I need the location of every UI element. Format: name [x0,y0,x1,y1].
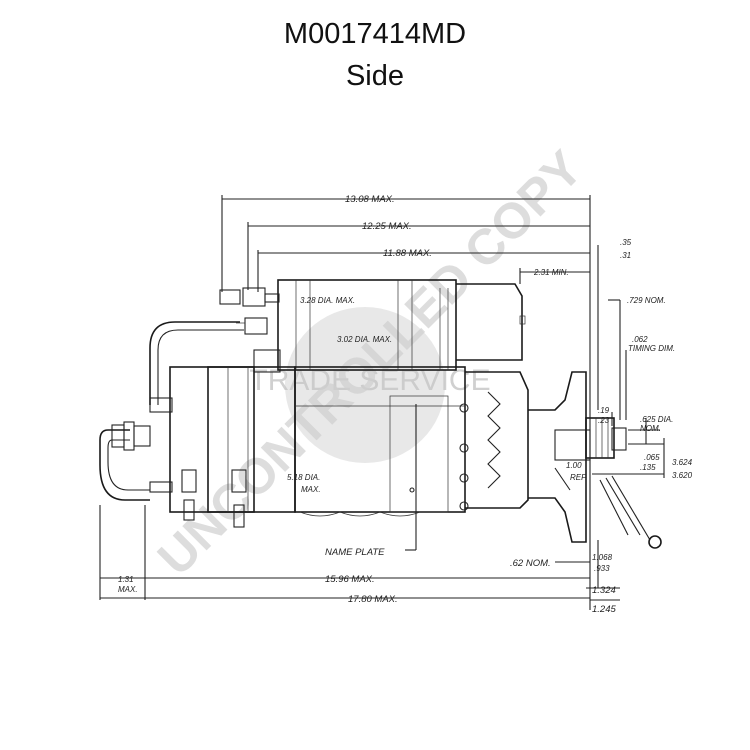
dim-5-18-max: MAX. [301,485,321,494]
dim-3-624: 3.624 [672,458,693,467]
dim-1-245: 1.245 [592,604,616,615]
dim-12-25: 12.25 MAX. [362,221,412,232]
brush-end [149,397,247,528]
dim-19: .19 [598,406,610,415]
field-cable [149,321,240,405]
watermark-logo [285,307,445,463]
watermark-text: UNCONTROLLED COPY [147,140,593,586]
solenoid [277,279,526,371]
dimension-lines [99,195,665,610]
terminal-nuts-left [111,421,151,451]
page-title: M0017414MD [283,18,467,50]
dim-62: .62 NOM. [510,558,551,569]
dim-3-28: 3.28 DIA. MAX. [300,296,355,305]
dim-3-620: 3.620 [672,471,693,480]
dim-065: .065 [644,453,660,462]
name-plate-label: NAME PLATE [325,547,385,558]
page-subtitle: Side [345,60,405,92]
dimension-labels: 13.08 MAX. 12.25 MAX. 11.88 MAX. 2.31 MI… [118,194,693,615]
dim-1-00: 1.00 [566,461,582,470]
terminal-studs [219,287,281,373]
dim-timing: TIMING DIM. [628,344,675,353]
dim-933: .933 [594,564,610,573]
dim-1-31-max: MAX. [118,585,138,594]
dim-15-96: 15.96 MAX. [325,574,375,585]
motor-frame [169,366,469,517]
dim-5-18: 5.18 DIA. [287,473,320,482]
dim-35: .35 [620,238,632,247]
dim-2-31: 2.31 MIN. [533,268,569,277]
dim-625-nom: NOM. [640,424,661,433]
dim-3-02: 3.02 DIA. MAX. [337,335,392,344]
dim-23: .23 [598,416,610,425]
dim-1-31: 1.31 [118,575,134,584]
dim-31: .31 [620,251,631,260]
dim-062: .062 [632,335,648,344]
dim-1-324: 1.324 [592,585,616,596]
dim-17-80: 17.80 MAX. [348,594,398,605]
dim-1-068: 1.068 [592,553,613,562]
dim-13-08: 13.08 MAX. [345,194,395,205]
dim-11-88: 11.88 MAX. [383,248,432,259]
drive-housing [465,371,627,543]
dim-135: .135 [640,463,656,472]
dim-625: .625 DIA. [640,415,673,424]
dim-729: .729 NOM. [627,296,666,305]
watermark: TRADE SERVICE UNCONTROLLED COPY [147,140,593,586]
dim-ref: REF. [570,473,587,482]
connection-loop [99,429,150,501]
